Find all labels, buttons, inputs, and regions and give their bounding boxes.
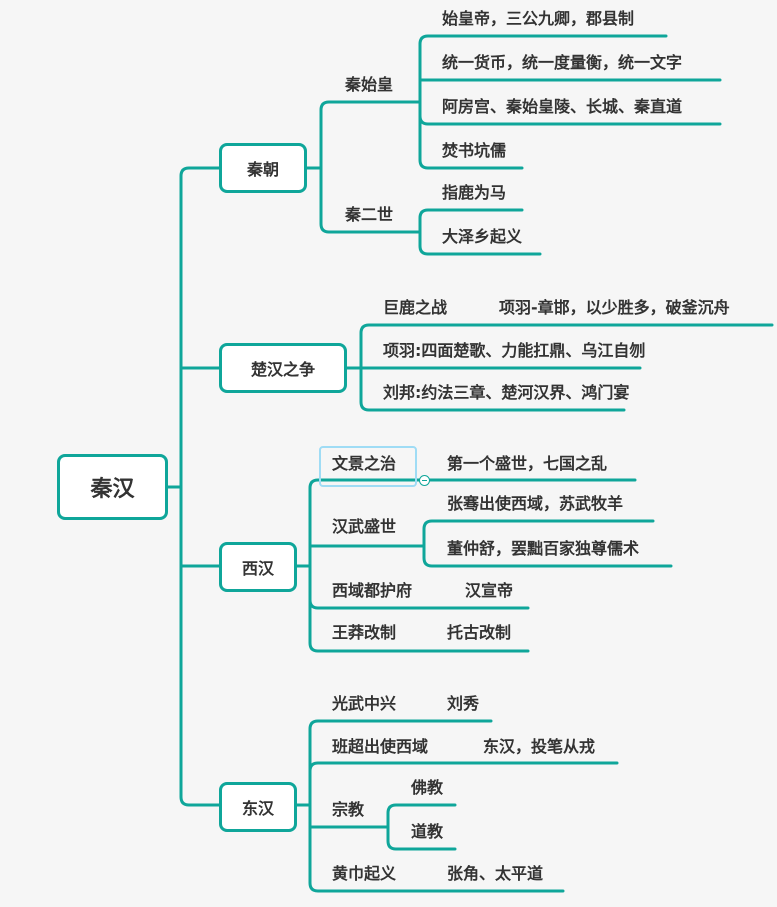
topic-huangjin-note[interactable]: 张角、太平道 [447, 864, 544, 883]
detail-item[interactable]: 大泽乡起义 [442, 227, 523, 246]
detail-item[interactable]: 董仲舒，罢黜百家独尊儒术 [447, 539, 640, 558]
detail-item[interactable]: 指鹿为马 [442, 183, 507, 202]
connector-shihuang-4 [418, 100, 524, 170]
branch-node-donghan[interactable]: 东汉 [219, 782, 297, 832]
connector-xihan-1 [308, 478, 637, 568]
connector-wudi-2 [422, 544, 673, 568]
connector-chuhan-3 [359, 366, 626, 412]
topic-huangjin[interactable]: 黄巾起义 [332, 864, 397, 883]
connector-xihan-4 [308, 564, 530, 653]
branch-node-xihan[interactable]: 西汉 [219, 542, 297, 592]
topic-wenjing-note[interactable]: 第一个盛世，七国之乱 [447, 454, 608, 473]
topic-xiangyu[interactable]: 项羽:四面楚歌、力能扛鼎、乌江自刎 [383, 341, 646, 360]
connector-ershi-2 [418, 230, 542, 256]
topic-wudi[interactable]: 汉武盛世 [332, 517, 397, 536]
topic-liubang[interactable]: 刘邦:约法三章、楚河汉界、鸿门宴 [383, 383, 630, 402]
detail-item[interactable]: 始皇帝，三公九卿，郡县制 [442, 9, 635, 28]
connector-religion-2 [386, 825, 457, 851]
topic-guangwu[interactable]: 光武中兴 [332, 694, 397, 713]
topic-qin-shihuang[interactable]: 秦始皇 [345, 75, 394, 94]
topic-religion[interactable]: 宗教 [332, 800, 365, 819]
root-node[interactable]: 秦汉 [57, 454, 168, 520]
connector-donghan-1 [308, 719, 493, 807]
connector-donghan-4 [308, 803, 565, 893]
branch-node-chuhan[interactable]: 楚汉之争 [219, 343, 347, 393]
root-label: 秦汉 [90, 477, 135, 502]
connector-trunk-qin [179, 166, 221, 489]
topic-guangwu-note[interactable]: 刘秀 [447, 694, 480, 713]
topic-banchao-note[interactable]: 东汉，投笔从戎 [483, 737, 596, 756]
detail-item[interactable]: 佛教 [411, 778, 444, 797]
connector-qin-ershi [319, 166, 422, 234]
topic-duhufu-note[interactable]: 汉宣帝 [465, 581, 514, 600]
topic-qin-ershi[interactable]: 秦二世 [345, 205, 394, 224]
detail-item[interactable]: 道教 [411, 822, 444, 841]
detail-item[interactable]: 焚书坑儒 [442, 141, 507, 160]
detail-item[interactable]: 阿房宫、秦始皇陵、长城、秦直道 [442, 97, 683, 116]
connector-trunk-donghan [179, 485, 221, 807]
branch-label: 秦朝 [246, 160, 279, 179]
topic-wangmang[interactable]: 王莽改制 [332, 623, 397, 642]
connector-chuhan-1 [359, 323, 774, 370]
branch-label: 西汉 [241, 559, 274, 578]
topic-wangmang-note[interactable]: 托古改制 [447, 623, 512, 642]
detail-item[interactable]: 统一货币，统一度量衡，统一文字 [442, 53, 683, 72]
topic-duhufu[interactable]: 西域都护府 [332, 581, 413, 600]
branch-label: 东汉 [241, 799, 274, 818]
connector-qin-shihuang [319, 100, 422, 170]
connector-ershi-1 [418, 208, 524, 234]
collapse-toggle-icon[interactable] [419, 475, 430, 486]
branch-node-qin[interactable]: 秦朝 [219, 143, 307, 193]
connector-wudi-1 [422, 519, 655, 548]
connector-religion-1 [386, 803, 457, 829]
branch-label: 楚汉之争 [250, 360, 315, 379]
detail-item[interactable]: 张骞出使西域，苏武牧羊 [447, 494, 624, 513]
connector-donghan-2 [308, 761, 619, 807]
topic-wenjing[interactable]: 文景之治 [332, 454, 397, 473]
selection-highlight [319, 446, 417, 487]
topic-banchao[interactable]: 班超出使西域 [332, 737, 429, 756]
topic-julu[interactable]: 巨鹿之战 [383, 298, 448, 317]
topic-julu-note[interactable]: 项羽-章邯，以少胜多，破釜沉舟 [499, 298, 730, 317]
